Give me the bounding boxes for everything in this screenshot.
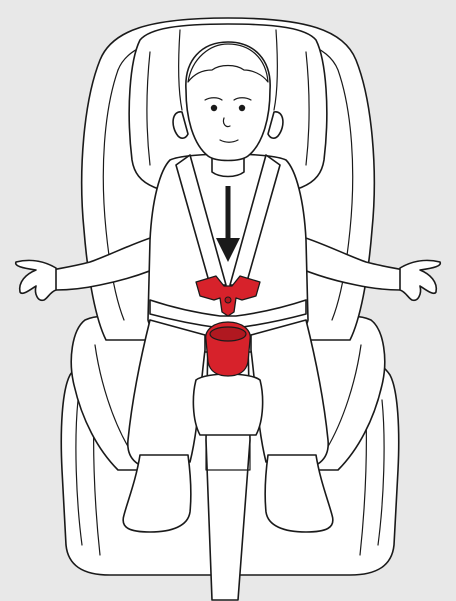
buckle-housing [193,374,262,435]
right-eye [239,105,245,111]
left-eye [211,105,217,111]
buckle-button-top [210,327,246,341]
buckle-release-button [206,322,251,376]
